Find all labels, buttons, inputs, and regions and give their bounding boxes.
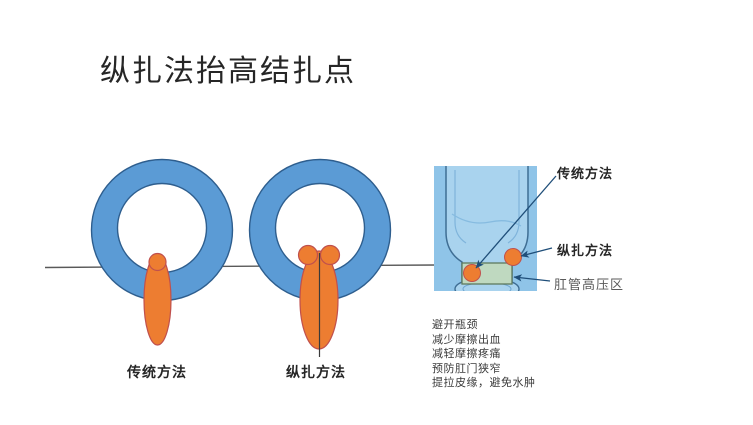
ligation-marker-vertical bbox=[504, 248, 522, 266]
note-line: 避开瓶颈 bbox=[432, 319, 478, 331]
page-title: 纵扎法抬高结扎点 bbox=[100, 55, 356, 88]
bottle-highlight-right bbox=[507, 170, 520, 244]
callout-label-traditional: 传统方法 bbox=[557, 166, 614, 181]
diagram-caption-vertical: 纵扎方法 bbox=[286, 366, 346, 381]
note-line: 减轻摩擦疼痛 bbox=[432, 348, 501, 360]
bottle-panel bbox=[434, 166, 537, 291]
note-line: 提拉皮缘，避免水肿 bbox=[432, 377, 536, 389]
callout-arrow-high-pressure-zone bbox=[513, 274, 551, 282]
notes-list: 避开瓶颈 减少摩擦出血 减轻摩擦疼痛 预防肛门狭窄 提拉皮缘，避免水肿 bbox=[432, 318, 536, 391]
ligation-point-left bbox=[297, 244, 319, 266]
ligation-marker-traditional bbox=[463, 264, 481, 282]
bottle-highlight-left bbox=[454, 170, 467, 244]
diagram-caption-traditional: 传统方法 bbox=[127, 366, 187, 381]
callout-label-vertical: 纵扎方法 bbox=[557, 243, 614, 258]
diagram-vertical bbox=[248, 158, 392, 357]
bottle-shoulder-contour bbox=[451, 213, 522, 227]
note-line: 减少摩擦出血 bbox=[432, 333, 501, 346]
diagram-traditional bbox=[90, 158, 234, 346]
callout-arrow-traditional bbox=[475, 175, 557, 269]
ligation-point-low bbox=[148, 252, 167, 272]
callout-label-high-pressure-zone: 肛管高压区 bbox=[554, 277, 625, 292]
note-line: 预防肛门狭窄 bbox=[432, 362, 501, 375]
callout-arrow-vertical bbox=[520, 247, 553, 258]
ligation-point-right bbox=[319, 244, 341, 266]
